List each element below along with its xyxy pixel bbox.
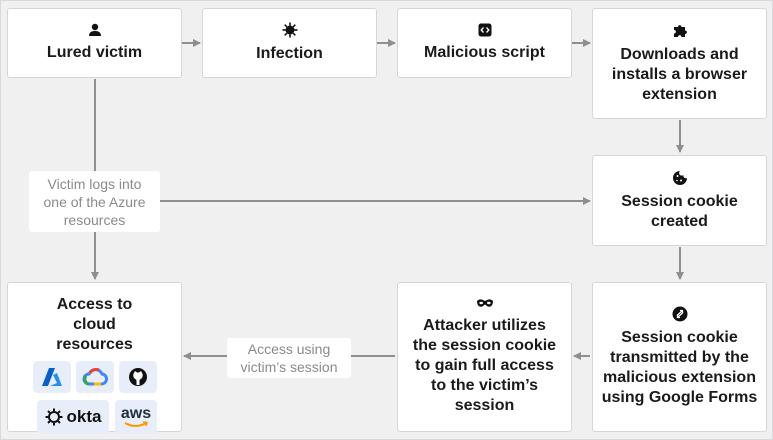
node-cookie-transmitted: Session cookie transmitted by the malici… (592, 282, 767, 432)
aws-logo: aws (115, 400, 157, 434)
code-icon (478, 23, 491, 37)
node-label: Downloads and installs a browser extensi… (611, 45, 748, 103)
cookie-icon (672, 170, 687, 185)
node-label: Infection (256, 45, 323, 62)
node-label: Attacker utilizes the session cookie to … (412, 317, 557, 414)
aws-logo-text: aws (120, 404, 152, 422)
node-label: Access to cloud resources (56, 296, 133, 353)
mask-icon (476, 299, 493, 307)
node-label: Malicious script (424, 44, 545, 61)
node-label: Lured victim (46, 44, 143, 61)
edge-label-azure-login: Victim logs into one of the Azure resour… (29, 171, 160, 232)
transfer-icon (672, 306, 687, 322)
node-session-cookie: Session cookie created (592, 155, 767, 246)
google-cloud-logo (76, 361, 114, 393)
virus-icon (282, 22, 297, 38)
node-lured-victim: Lured victim (7, 8, 182, 78)
node-attacker: Attacker utilizes the session cookie to … (397, 282, 572, 432)
node-label: Session cookie created (621, 192, 738, 230)
okta-logo: okta (37, 400, 109, 434)
user-icon (88, 23, 101, 36)
okta-logo-text: okta (66, 407, 102, 426)
edge-label-access-session: Access using victim’s session (227, 338, 351, 378)
github-logo (119, 361, 157, 393)
azure-logo (33, 361, 71, 393)
node-label: Session cookie transmitted by the malici… (601, 329, 758, 406)
node-cloud-access: Access to cloud resources (7, 282, 182, 434)
node-infection: Infection (202, 8, 377, 78)
node-downloads-extension: Downloads and installs a browser extensi… (592, 8, 767, 119)
node-malicious-script: Malicious script (397, 8, 572, 78)
puzzle-piece-icon (673, 24, 687, 37)
